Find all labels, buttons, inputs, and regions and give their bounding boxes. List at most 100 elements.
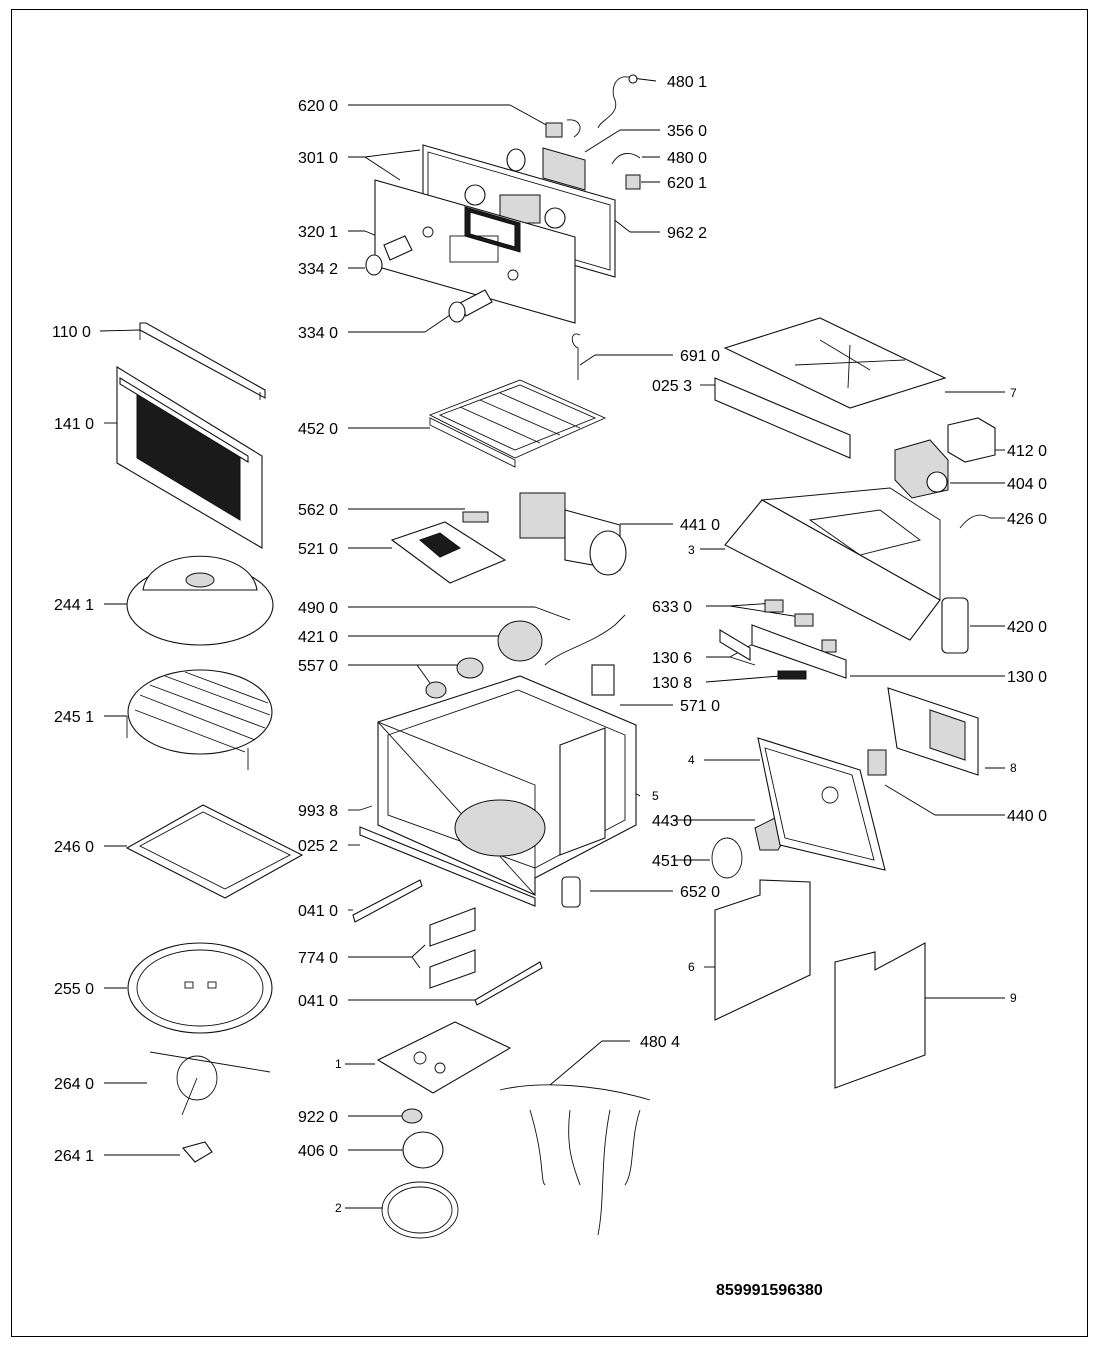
label-7: 7: [1010, 386, 1017, 400]
label-130-0: 130 0: [1007, 669, 1047, 686]
label-441-0: 441 0: [680, 517, 720, 534]
motor-421-0: [497, 620, 543, 662]
knob-320-1: [383, 235, 413, 261]
oven-cavity-5: [377, 675, 637, 897]
label-244-1: 244 1: [54, 597, 94, 614]
label-620-0: 620 0: [298, 98, 338, 115]
switch-620-0: [545, 122, 563, 138]
baking-tray-246-0: [125, 804, 304, 899]
label-025-3: 025 3: [652, 378, 692, 395]
side-wall-6: [714, 879, 811, 1021]
coupler-264-1: [182, 1141, 213, 1163]
shield-025-3: [714, 377, 851, 459]
label-025-2: 025 2: [298, 838, 338, 855]
turntable-255-0: [127, 942, 273, 1034]
label-412-0: 412 0: [1007, 443, 1047, 460]
label-652-0: 652 0: [680, 884, 720, 901]
fan-motor-441-0: [519, 492, 627, 576]
label-301-0: 301 0: [298, 150, 338, 167]
label-6: 6: [688, 960, 695, 974]
label-041-0-bottom: 041 0: [298, 993, 338, 1010]
label-334-0: 334 0: [298, 325, 338, 342]
roller-ring-264-0: [176, 1055, 218, 1101]
label-562-0: 562 0: [298, 502, 338, 519]
diagram-frame: [11, 9, 1088, 1337]
element-451-0: [711, 837, 743, 879]
label-130-8: 130 8: [652, 675, 692, 692]
harness-480-4: [499, 1084, 651, 1236]
label-4: 4: [688, 753, 695, 767]
label-334-2: 334 2: [298, 261, 338, 278]
rail-041-0-top: [352, 879, 423, 923]
label-246-0: 246 0: [54, 839, 94, 856]
side-wall-9: [834, 942, 926, 1089]
label-452-0: 452 0: [298, 421, 338, 438]
board-130-8: [777, 670, 807, 680]
wire-rack-245-1: [126, 669, 273, 770]
lamp-652-0: [561, 876, 581, 908]
cable-426-0: [959, 514, 991, 529]
label-440-0: 440 0: [1007, 808, 1047, 825]
wire-480-1: [597, 76, 633, 129]
label-255-0: 255 0: [54, 981, 94, 998]
label-620-1: 620 1: [667, 175, 707, 192]
label-9: 9: [1010, 991, 1017, 1005]
front-fascia: [374, 179, 576, 324]
document-number: 859991596380: [716, 1282, 823, 1299]
label-426-0: 426 0: [1007, 511, 1047, 528]
label-406-0: 406 0: [298, 1143, 338, 1160]
resistor-562-0: [462, 511, 489, 523]
label-2: 2: [335, 1201, 342, 1215]
label-922-0: 922 0: [298, 1109, 338, 1126]
door-handle-110-0: [139, 322, 266, 399]
label-490-0: 490 0: [298, 600, 338, 617]
label-480-1: 480 1: [667, 74, 707, 91]
label-8: 8: [1010, 761, 1017, 775]
knob-shaft-left: [506, 148, 526, 172]
label-774-0: 774 0: [298, 950, 338, 967]
label-404-0: 404 0: [1007, 476, 1047, 493]
label-264-0: 264 0: [54, 1076, 94, 1093]
dome-cover-244-1: [126, 555, 274, 646]
label-264-1: 264 1: [54, 1148, 94, 1165]
board-356-0: [542, 147, 586, 191]
part-440-0: [867, 749, 887, 776]
label-443-0: 443 0: [652, 813, 692, 830]
label-421-0: 421 0: [298, 629, 338, 646]
thermostat-557-0: [425, 681, 447, 699]
label-451-0: 451 0: [652, 853, 692, 870]
label-480-0: 480 0: [667, 150, 707, 167]
label-245-1: 245 1: [54, 709, 94, 726]
strip-025-2: [359, 826, 536, 907]
part-571-0: [591, 664, 615, 696]
label-571-0: 571 0: [680, 698, 720, 715]
power-cord-490-0: [544, 614, 626, 666]
label-420-0: 420 0: [1007, 619, 1047, 636]
base-plate-1: [376, 1021, 512, 1094]
label-041-0-top: 041 0: [298, 903, 338, 920]
washer-922-0: [401, 1108, 423, 1124]
bracket-774-0-b: [429, 949, 476, 989]
label-557-0: 557 0: [298, 658, 338, 675]
board-130-0: [751, 624, 847, 679]
label-110-0: 110 0: [52, 324, 91, 341]
probe-691-0: [571, 333, 581, 380]
ring-2: [381, 1181, 459, 1239]
board-130-6: [719, 629, 751, 661]
knob-334-2: [365, 254, 383, 276]
motor-406-0: [402, 1131, 444, 1169]
part-drawings: [116, 74, 996, 1239]
label-130-6: 130 6: [652, 650, 692, 667]
label-141-0: 141 0: [54, 416, 94, 433]
label-5: 5: [652, 789, 659, 803]
label-3: 3: [688, 543, 695, 557]
label-320-1: 320 1: [298, 224, 338, 241]
rail-041-0-bottom: [474, 961, 543, 1006]
label-521-0: 521 0: [298, 541, 338, 558]
bracket-774-0-a: [429, 907, 476, 947]
back-panel-4: [757, 737, 886, 871]
base-chassis-3: [724, 499, 941, 641]
label-993-8: 993 8: [298, 803, 338, 820]
label-356-0: 356 0: [667, 123, 707, 140]
